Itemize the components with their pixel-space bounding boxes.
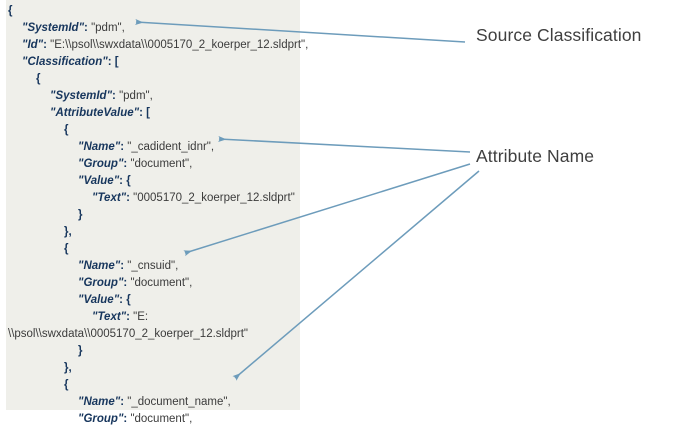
json-colon: : (107, 56, 115, 68)
json-key: "Group" (78, 277, 124, 289)
json-colon: : (123, 158, 131, 170)
json-bracket: }, (64, 226, 72, 238)
code-line: "SystemId": "pdm", (0, 20, 675, 37)
code-line: "Group": "document", (0, 411, 675, 428)
json-colon: : (120, 396, 128, 408)
json-bracket: { (126, 175, 131, 187)
code-line: { (0, 241, 675, 258)
json-bracket: [ (114, 56, 119, 68)
json-value: "pdm", (91, 22, 125, 34)
json-value: "_cnsuid", (127, 260, 179, 272)
code-line: { (0, 377, 675, 394)
code-line: "Group": "document", (0, 275, 675, 292)
json-value: "0005170_2_koerper_12.sldprt" (133, 192, 295, 204)
code-line: "Id": "E:\\psol\\swxdata\\0005170_2_koer… (0, 37, 675, 54)
json-key: "Value" (78, 175, 120, 187)
json-colon: : (120, 141, 128, 153)
json-code-lines: {"SystemId": "pdm","Id": "E:\\psol\\swxd… (0, 3, 675, 425)
json-bracket: }, (64, 362, 72, 374)
json-key: "Group" (78, 158, 124, 170)
code-line: }, (0, 360, 675, 377)
code-line: "Group": "document", (0, 156, 675, 173)
code-line: "Text": "0005170_2_koerper_12.sldprt" (0, 190, 675, 207)
json-value: "_cadident_idnr", (127, 141, 215, 153)
json-colon: : (123, 277, 131, 289)
json-key: "Name" (78, 141, 121, 153)
json-key: "Name" (78, 396, 121, 408)
json-value: "E: (133, 311, 149, 323)
json-key: "Value" (78, 294, 120, 306)
json-key: "Id" (22, 39, 44, 51)
json-bracket: { (36, 73, 41, 85)
json-value: "document", (130, 158, 193, 170)
json-colon: : (43, 39, 51, 51)
json-value: "document", (130, 413, 193, 425)
json-value: "E:\\psol\\swxdata\\0005170_2_koerper_12… (50, 39, 309, 51)
code-line: "Classification": [ (0, 54, 675, 71)
code-line: { (0, 71, 675, 88)
code-line: "Name": "_cnsuid", (0, 258, 675, 275)
json-value: "pdm", (119, 90, 153, 102)
json-key: "SystemId" (22, 22, 85, 34)
code-line: "Text": "E: (0, 309, 675, 326)
json-bracket: { (64, 379, 69, 391)
json-bracket: { (64, 124, 69, 136)
code-line: { (0, 3, 675, 20)
code-line: "Value": { (0, 173, 675, 190)
json-key: "Group" (78, 413, 124, 425)
code-line: \\psol\\swxdata\\0005170_2_koerper_12.sl… (0, 326, 675, 343)
json-key: "AttributeValue" (50, 107, 140, 119)
json-colon: : (123, 413, 131, 425)
json-colon: : (119, 294, 127, 306)
code-line: "Name": "_cadident_idnr", (0, 139, 675, 156)
json-value: \\psol\\swxdata\\0005170_2_koerper_12.sl… (8, 328, 248, 340)
json-colon: : (126, 311, 134, 323)
code-line: "AttributeValue": [ (0, 105, 675, 122)
json-bracket: } (78, 209, 83, 221)
json-colon: : (139, 107, 147, 119)
json-colon: : (119, 175, 127, 187)
code-line: "Name": "_document_name", (0, 394, 675, 411)
json-key: "Classification" (22, 56, 108, 68)
json-colon: : (126, 192, 134, 204)
json-bracket: [ (146, 107, 150, 119)
json-bracket: { (8, 5, 13, 17)
json-colon: : (84, 22, 92, 34)
json-colon: : (120, 260, 128, 272)
code-line: { (0, 122, 675, 139)
json-key: "SystemId" (50, 90, 113, 102)
code-line: "SystemId": "pdm", (0, 88, 675, 105)
code-line: }, (0, 224, 675, 241)
json-bracket: { (126, 294, 131, 306)
json-bracket: } (78, 345, 83, 357)
json-key: "Text" (92, 311, 127, 323)
json-value: "_document_name", (127, 396, 231, 408)
json-value: "document", (130, 277, 193, 289)
code-line: "Value": { (0, 292, 675, 309)
json-key: "Text" (92, 192, 127, 204)
code-line: } (0, 207, 675, 224)
json-bracket: { (64, 243, 69, 255)
code-line: } (0, 343, 675, 360)
json-colon: : (112, 90, 120, 102)
json-key: "Name" (78, 260, 121, 272)
